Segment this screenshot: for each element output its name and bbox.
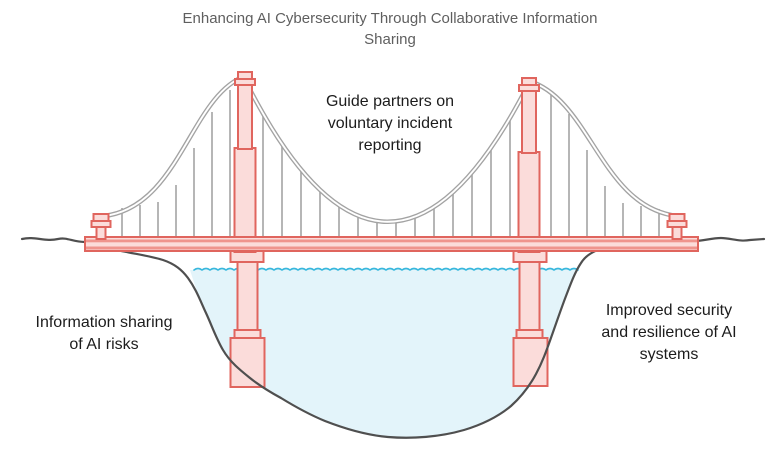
left-tower xyxy=(233,71,257,253)
label-center-span: Guide partners on voluntary incident rep… xyxy=(325,93,455,154)
left-anchor-pedestal xyxy=(90,213,112,240)
left-pier xyxy=(229,250,266,388)
water-body xyxy=(190,268,578,438)
right-pier xyxy=(512,250,549,387)
right-anchor-pedestal xyxy=(666,213,688,240)
right-tower xyxy=(517,77,541,253)
main-cable xyxy=(242,78,532,224)
bridge-deck xyxy=(84,236,699,252)
label-right-shore: Improved security and resilience of AI s… xyxy=(601,302,737,363)
right-side-cable xyxy=(528,78,678,219)
left-side-cable xyxy=(103,73,246,219)
label-left-shore: Information sharing of AI risks xyxy=(35,314,173,353)
diagram-title: Enhancing AI Cybersecurity Through Colla… xyxy=(182,10,598,48)
